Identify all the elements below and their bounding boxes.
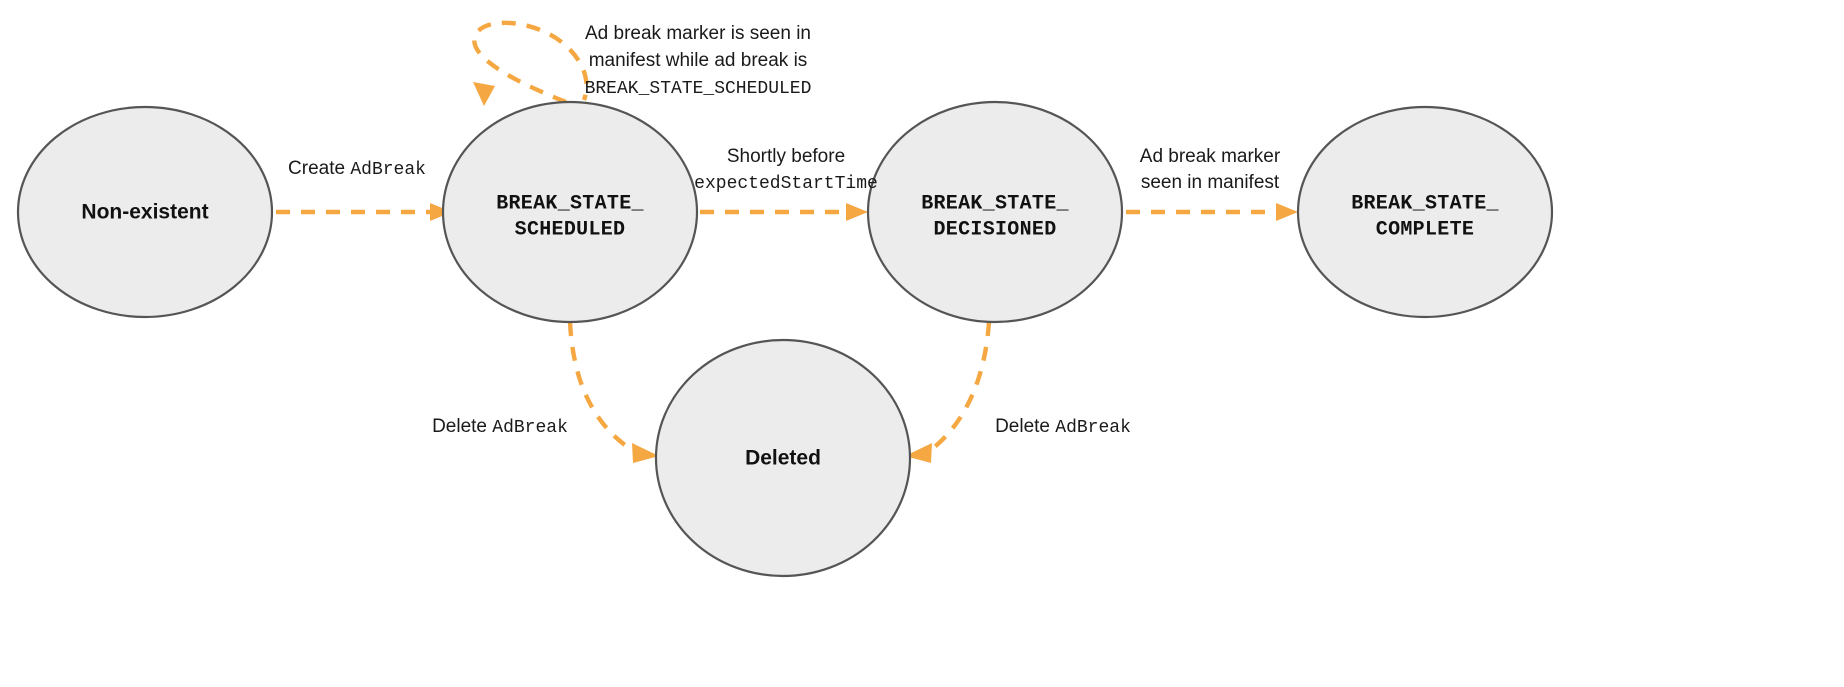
node-non-existent-shape[interactable]: [16, 105, 274, 319]
edge-label-delete-from-scheduled: Delete AdBreak: [432, 416, 568, 438]
edge-marker-seen-self-loop-arrowhead: [473, 82, 495, 106]
edge-delete-from-decisioned-line: [926, 321, 992, 454]
edge-delete-adbreak-from-scheduled: [567, 321, 659, 463]
node-break-state-decisioned-shape[interactable]: [866, 100, 1124, 324]
edge-label-delete-from-decisioned: Delete AdBreak: [995, 416, 1131, 438]
node-break-state-complete-shape[interactable]: [1296, 105, 1554, 319]
node-deleted-label: Deleted: [745, 447, 821, 470]
node-non-existent[interactable]: Non-existent: [16, 105, 274, 319]
edge-shortly-before-expected-start-time: [700, 203, 868, 221]
edge-create-adbreak-arrowhead: [430, 203, 452, 221]
node-break-state-decisioned[interactable]: BREAK_STATE_ DECISIONED: [866, 100, 1124, 324]
edge-marker-seen-in-manifest-arrowhead: [1276, 203, 1298, 221]
node-break-state-complete-label-line2: COMPLETE: [1376, 218, 1474, 241]
node-break-state-decisioned-label-line2: DECISIONED: [933, 218, 1056, 241]
edge-delete-from-scheduled-arrowhead: [632, 443, 659, 463]
node-deleted[interactable]: Deleted: [654, 338, 912, 578]
node-break-state-scheduled-label-line2: SCHEDULED: [515, 218, 626, 241]
node-break-state-complete[interactable]: BREAK_STATE_ COMPLETE: [1296, 105, 1554, 319]
edge-marker-seen-self-loop: [472, 20, 589, 106]
edge-delete-from-decisioned-arrowhead: [905, 443, 932, 463]
node-break-state-scheduled-shape[interactable]: [441, 100, 699, 324]
edge-label-create-adbreak: Create AdBreak: [288, 158, 426, 180]
edge-shortly-before-arrowhead: [846, 203, 868, 221]
node-deleted-shape[interactable]: [654, 338, 912, 578]
node-break-state-complete-label-line1: BREAK_STATE_: [1351, 192, 1499, 215]
node-non-existent-label: Non-existent: [81, 201, 208, 224]
node-break-state-scheduled-label-line1: BREAK_STATE_: [496, 192, 644, 215]
node-break-state-decisioned-label-line1: BREAK_STATE_: [921, 192, 1069, 215]
edge-marker-seen-in-manifest: [1126, 203, 1298, 221]
edge-delete-from-scheduled-line: [567, 321, 637, 454]
edge-marker-seen-self-loop-line: [472, 20, 589, 105]
edge-create-adbreak: [276, 203, 452, 221]
edge-delete-adbreak-from-decisioned: [905, 321, 992, 463]
node-break-state-scheduled[interactable]: BREAK_STATE_ SCHEDULED: [441, 100, 699, 324]
